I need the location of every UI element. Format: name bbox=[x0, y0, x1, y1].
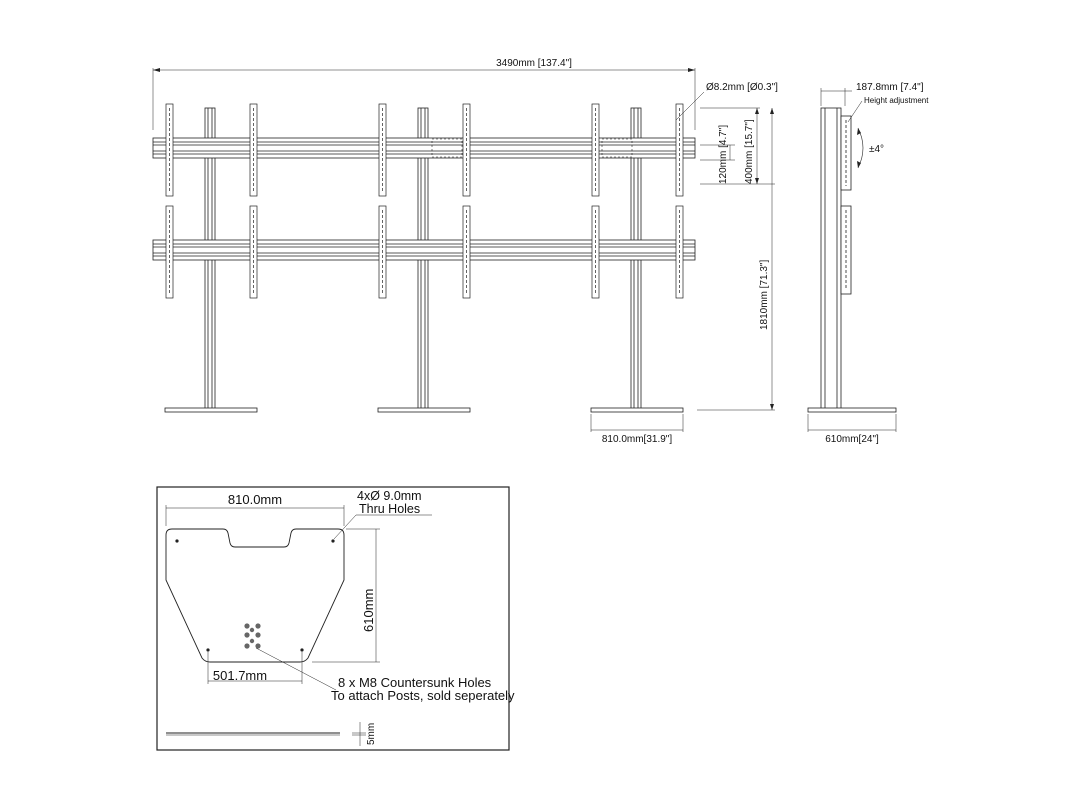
tilt-label: ±4° bbox=[869, 144, 884, 155]
rail-spacing-small-label: 120mm [4.7"] bbox=[718, 125, 729, 184]
base-plate-outline bbox=[165, 528, 345, 663]
height-adjustment-label: Height adjustment bbox=[864, 96, 929, 105]
base-width-label: 810.0mm[31.9"] bbox=[602, 434, 672, 445]
base-width-dimension bbox=[590, 414, 684, 432]
hole-spacing-label: 501.7mm bbox=[213, 668, 267, 683]
countersunk-holes bbox=[244, 623, 261, 649]
hole-diameter-label: Ø8.2mm [Ø0.3"] bbox=[706, 82, 778, 93]
base-depth-label: 610mm[24"] bbox=[825, 434, 879, 445]
front-view bbox=[152, 68, 775, 432]
depth-label: 187.8mm [7.4"] bbox=[856, 82, 924, 93]
countersunk-label-1: 8 x M8 Countersunk Holes bbox=[338, 675, 492, 690]
overall-width-label: 3490mm [137.4"] bbox=[496, 58, 572, 69]
countersunk-label-2: To attach Posts, sold seperately bbox=[331, 688, 515, 703]
overall-height-label: 1810mm [71.3"] bbox=[759, 260, 770, 330]
rail-top bbox=[152, 137, 696, 159]
plate-width-label: 810.0mm bbox=[228, 492, 282, 507]
rail-spacing-large-label: 400mm [15.7"] bbox=[744, 119, 755, 184]
brackets bbox=[165, 103, 684, 299]
side-view bbox=[807, 88, 897, 432]
rail-bottom bbox=[152, 239, 696, 261]
thru-holes-label-2: Thru Holes bbox=[359, 502, 420, 516]
overall-width-dimension bbox=[152, 68, 696, 130]
base-plate-detail bbox=[156, 486, 510, 751]
thickness-label: 5mm bbox=[366, 723, 377, 745]
plate-depth-label: 610mm bbox=[361, 589, 376, 632]
thru-holes-label-1: 4xØ 9.0mm bbox=[357, 489, 422, 503]
rail-spacing-dimensions bbox=[697, 107, 775, 411]
